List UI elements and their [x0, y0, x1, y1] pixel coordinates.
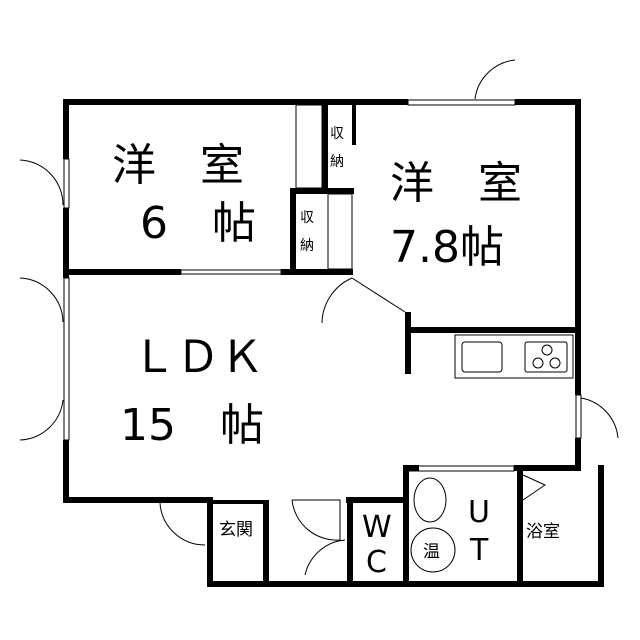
room-western-78: 洋 室 7.8帖: [390, 158, 522, 273]
ut-label: U: [468, 495, 490, 530]
wc-label: C: [366, 545, 387, 580]
room-size: 7.8帖: [390, 222, 504, 273]
room-western-6: 洋 室 6 帖: [112, 140, 256, 249]
room-ldk: ＬＤＫ 15 帖: [120, 332, 264, 451]
storage-label: 納: [330, 154, 344, 170]
storage-label: 収: [330, 126, 344, 142]
water-heater-label: 温: [423, 542, 440, 562]
walls: [19, 59, 619, 587]
storage-upper: 収 納: [330, 126, 344, 170]
water-heater-circle: [410, 527, 456, 573]
bath-label: 浴室: [526, 522, 560, 542]
room-size: 6 帖: [140, 198, 256, 249]
storage-lower: 収 納: [300, 210, 314, 254]
room-name: 洋 室: [390, 158, 522, 209]
room-name: ＬＤＫ: [132, 332, 264, 383]
room-size: 15 帖: [120, 400, 264, 451]
wc-label: W: [362, 510, 392, 545]
storage-label: 納: [300, 238, 314, 254]
entrance-label: 玄関: [219, 520, 253, 540]
ut-label: T: [469, 533, 489, 568]
room-name: 洋 室: [112, 140, 244, 191]
storage-label: 収: [300, 210, 314, 226]
